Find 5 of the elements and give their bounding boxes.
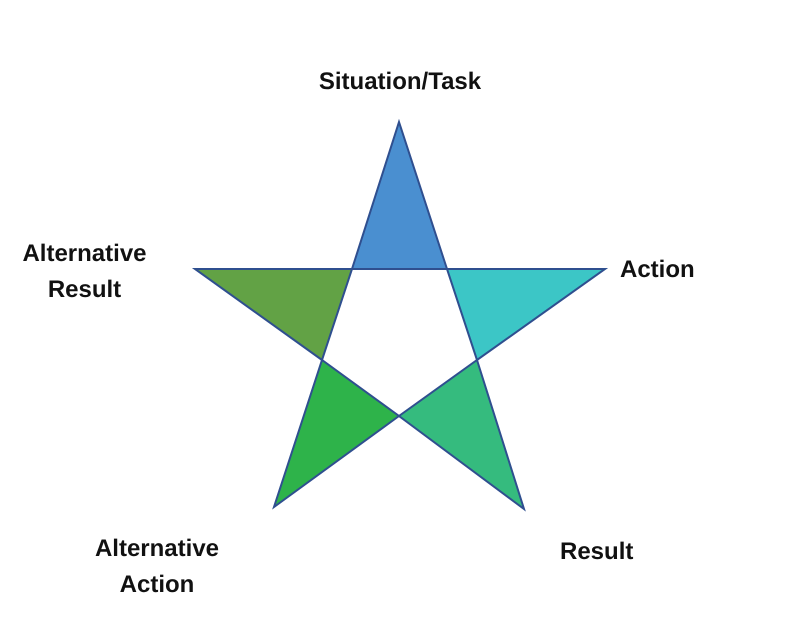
point-label: Alternative Action xyxy=(94,534,220,600)
point-label: Action xyxy=(620,255,696,285)
point-label: Result xyxy=(560,537,634,567)
point-label: Alternative Result xyxy=(21,239,148,305)
point-label: Situation/Task xyxy=(318,67,482,97)
